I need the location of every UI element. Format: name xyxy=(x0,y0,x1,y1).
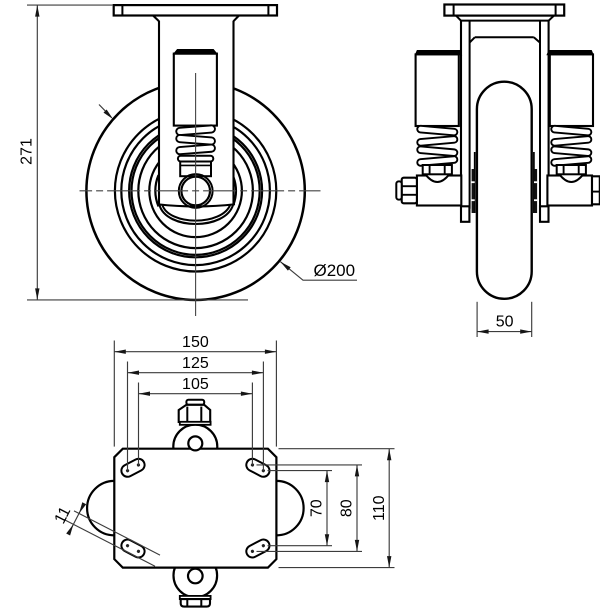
svg-text:Ø200: Ø200 xyxy=(314,261,356,280)
svg-text:80: 80 xyxy=(339,499,356,517)
svg-text:105: 105 xyxy=(182,376,209,393)
svg-text:110: 110 xyxy=(371,495,388,521)
svg-text:125: 125 xyxy=(182,355,209,372)
svg-text:70: 70 xyxy=(309,499,326,517)
svg-text:50: 50 xyxy=(496,313,514,330)
svg-text:271: 271 xyxy=(19,138,36,165)
svg-text:150: 150 xyxy=(182,334,209,351)
svg-text:11: 11 xyxy=(52,504,75,527)
